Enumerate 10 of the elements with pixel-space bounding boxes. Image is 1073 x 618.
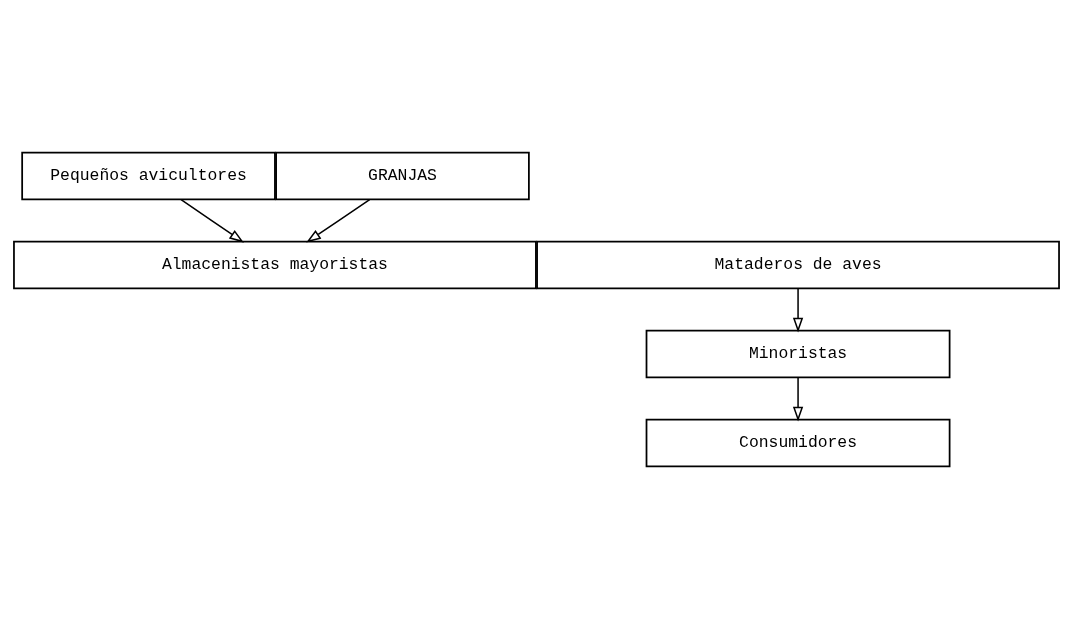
node-box: Minoristas: [645, 329, 951, 378]
node-box: Consumidores: [645, 418, 951, 467]
node-box: Almacenistas mayoristas: [13, 240, 537, 289]
arrow: [792, 376, 804, 421]
arrow: [306, 198, 371, 243]
node-box: GRANJAS: [275, 151, 530, 200]
arrow: [180, 198, 244, 243]
node-box: Pequeños avicultores: [21, 151, 276, 200]
arrow: [792, 287, 804, 333]
node-box: Mataderos de aves: [536, 240, 1060, 289]
